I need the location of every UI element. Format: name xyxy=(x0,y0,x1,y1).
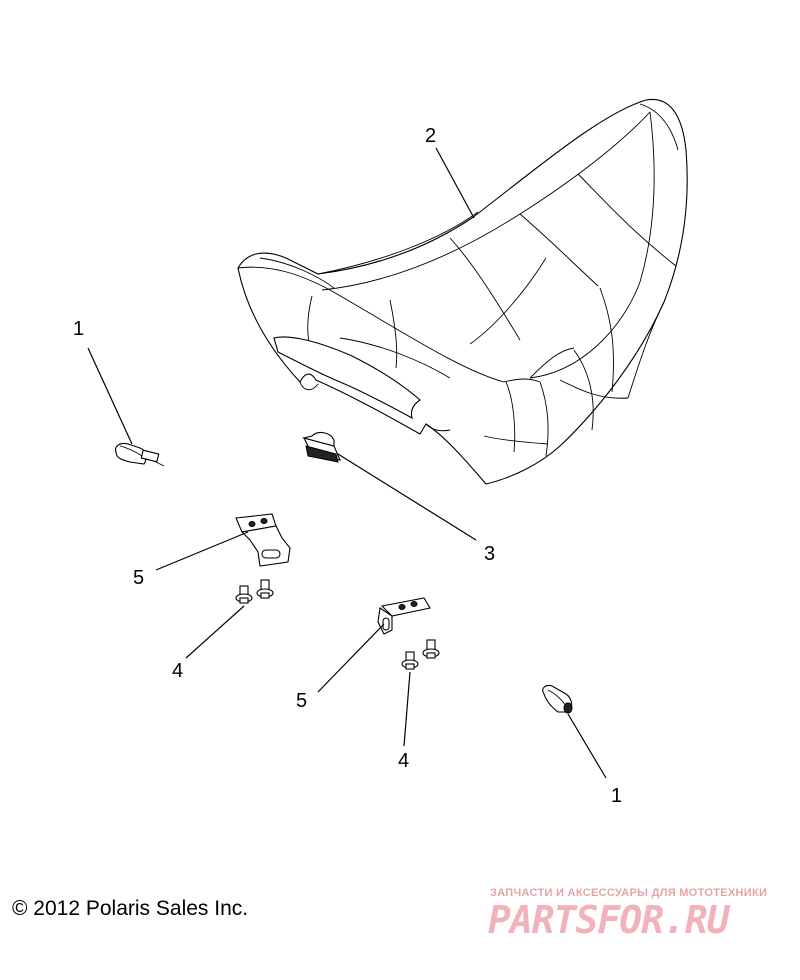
callout-1-left: 1 xyxy=(73,318,84,340)
bracket-lower xyxy=(377,597,431,635)
leader-line-1-left xyxy=(87,347,133,445)
watermark-tagline: ЗАПЧАСТИ И АКСЕССУАРЫ ДЛЯ МОТОТЕХНИКИ xyxy=(490,887,768,899)
callout-5-lower: 5 xyxy=(296,690,307,712)
bracket-upper xyxy=(235,513,291,567)
leader-line-4-lower xyxy=(403,671,411,747)
screws-upper xyxy=(235,579,274,604)
callout-5-upper: 5 xyxy=(133,567,144,589)
callout-4-lower: 4 xyxy=(398,750,409,772)
bolt-right xyxy=(542,684,573,714)
bumper-grommet xyxy=(301,431,341,463)
leader-line-4-upper xyxy=(185,605,245,659)
callout-4-upper: 4 xyxy=(172,660,183,682)
leader-line-5-lower xyxy=(317,623,385,693)
seat xyxy=(237,98,688,485)
callout-3: 3 xyxy=(484,543,495,565)
leader-line-3 xyxy=(337,453,477,541)
callout-2: 2 xyxy=(425,125,436,147)
leader-line-5-upper xyxy=(155,531,249,571)
leader-line-2 xyxy=(435,147,475,219)
leader-line-1-right xyxy=(567,713,607,779)
callout-1-right: 1 xyxy=(611,785,622,807)
bolt-left xyxy=(115,442,165,467)
screws-lower xyxy=(401,639,440,670)
watermark-logo: PARTSFOR.RU xyxy=(488,898,730,942)
copyright-notice: © 2012 Polaris Sales Inc. xyxy=(12,897,249,920)
